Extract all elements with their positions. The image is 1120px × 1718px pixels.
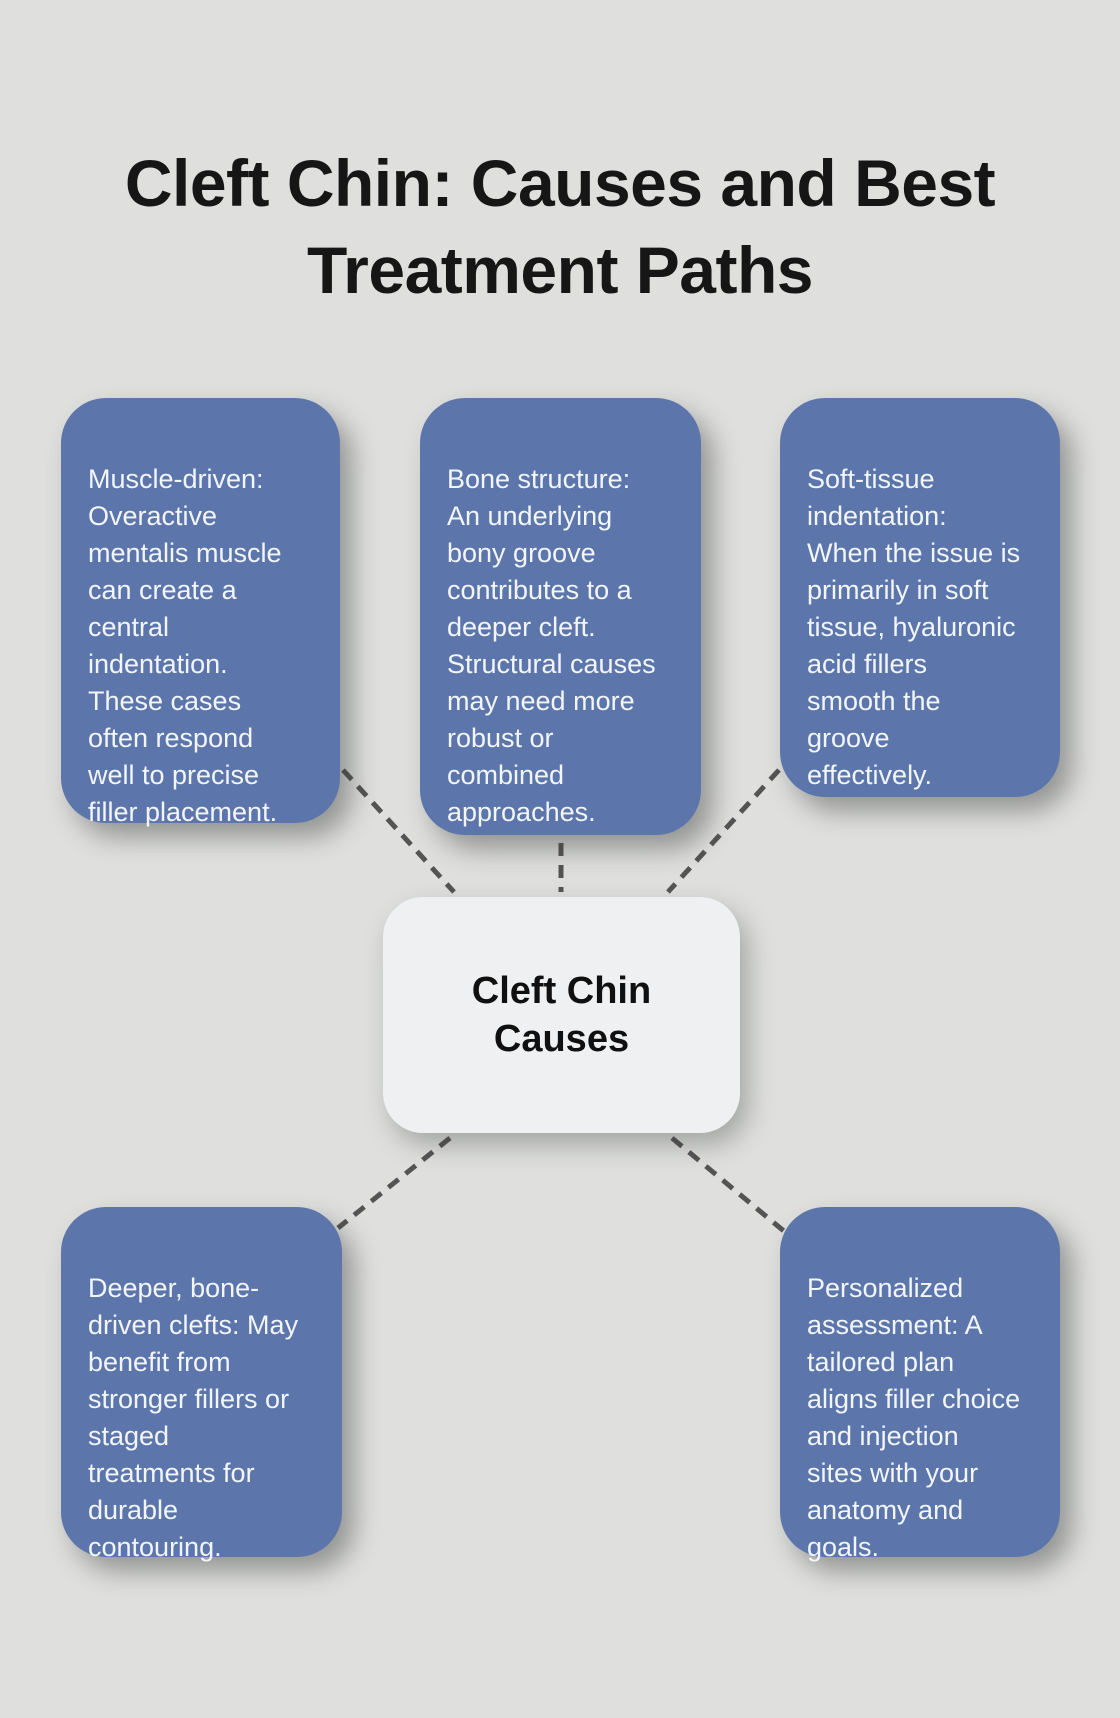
- node-bone-structure: Bone structure: An underlying bony groov…: [420, 398, 701, 835]
- node-personalized-assessment-text: Personalized assessment: A tailored plan…: [807, 1273, 1021, 1562]
- node-personalized-assessment: Personalized assessment: A tailored plan…: [780, 1207, 1060, 1562]
- page-title: Cleft Chin: Causes and Best Treatment Pa…: [124, 146, 996, 308]
- node-muscle-driven-text: Muscle-driven: Overactive mentalis muscl…: [88, 464, 282, 827]
- connector-center-to-deeper: [336, 1136, 452, 1230]
- node-bone-structure-text: Bone structure: An underlying bony groov…: [447, 464, 656, 827]
- node-deeper-bone-driven-clefts-text: Deeper, bone- driven clefts: May benefit…: [88, 1273, 299, 1562]
- node-deeper-bone-driven-clefts: Deeper, bone- driven clefts: May benefit…: [61, 1207, 342, 1562]
- connector-center-to-assess: [670, 1136, 787, 1234]
- node-muscle-driven: Muscle-driven: Overactive mentalis muscl…: [61, 398, 340, 827]
- node-soft-tissue-indentation-text: Soft-tissue indentation: When the issue …: [807, 464, 1021, 790]
- node-soft-tissue-indentation: Soft-tissue indentation: When the issue …: [780, 398, 1060, 797]
- center-node-label: Cleft Chin Causes: [471, 970, 652, 1060]
- center-node-cleft-chin-causes: Cleft Chin Causes: [383, 897, 740, 1133]
